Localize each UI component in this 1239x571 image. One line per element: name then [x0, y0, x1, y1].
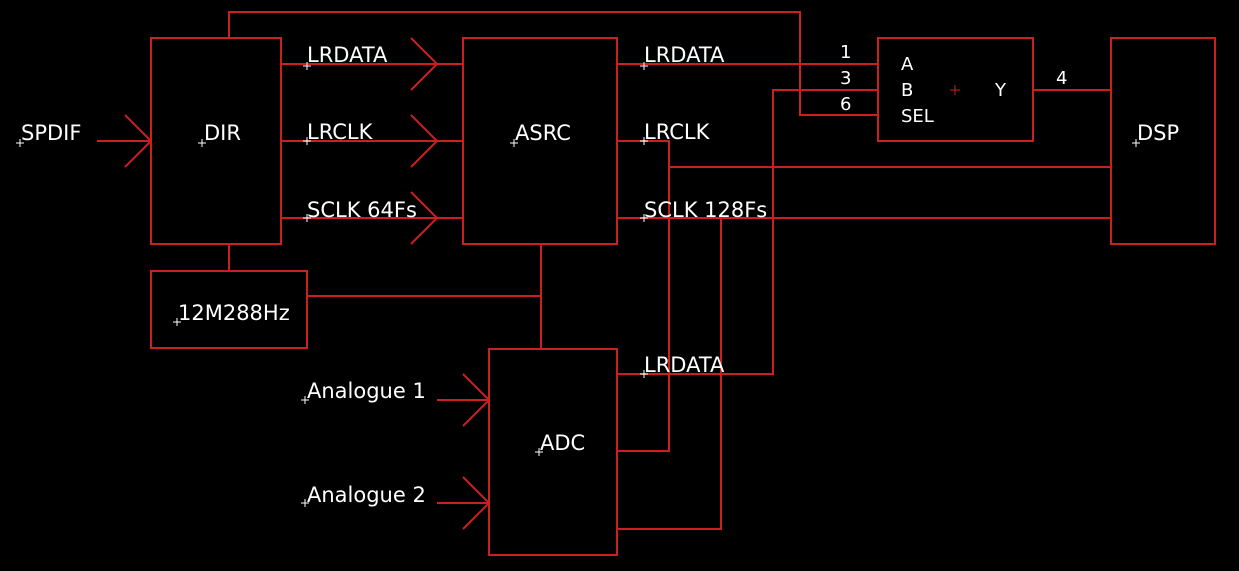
dir-lrclk-label: LRCLK: [307, 120, 374, 144]
dsp-block[interactable]: [1110, 37, 1216, 245]
mux-pin-number-b: 3: [840, 68, 851, 89]
spdif-label: SPDIF: [21, 121, 81, 145]
wire-adc-lrdata: [617, 89, 878, 375]
spdif-arrow-head: [124, 114, 153, 168]
wire-adc-sclk: [617, 218, 722, 530]
dsp-label: DSP: [1137, 121, 1179, 145]
mux-origin-marker: [950, 85, 960, 95]
wires: [228, 11, 1111, 530]
asrc-lrclk-label: LRCLK: [644, 120, 711, 144]
origin-markers: [16, 62, 1140, 507]
mux-pin-y: Y: [994, 80, 1007, 101]
wire-asrc-lrclk: [617, 140, 1111, 168]
analogue1-arrow-head: [462, 373, 491, 427]
adc-lrdata-label: LRDATA: [644, 353, 725, 377]
mux-pin-number-y: 4: [1056, 68, 1067, 89]
sclk-arrow-head: [410, 191, 439, 245]
analogue1-label: Analogue 1: [307, 379, 426, 403]
lrclk-arrow-head: [410, 114, 439, 168]
lrdata-arrow-head: [410, 37, 439, 91]
wire-dir-to-mux-sel: [228, 11, 878, 116]
analogue2-arrow-head: [462, 476, 491, 530]
mux-pin-b: B: [901, 80, 913, 101]
mux-pin-number-a: 1: [840, 42, 851, 63]
dir-lrdata-label: LRDATA: [307, 43, 388, 67]
mux-pin-sel: SEL: [901, 106, 934, 127]
oscillator-label: 12M288Hz: [178, 301, 290, 325]
asrc-lrdata-label: LRDATA: [644, 43, 725, 67]
asrc-label: ASRC: [515, 121, 571, 145]
wire-adc-lrclk: [617, 167, 670, 452]
analogue2-label: Analogue 2: [307, 483, 426, 507]
dir-label: DIR: [204, 121, 241, 145]
mux-pin-number-sel: 6: [840, 94, 851, 115]
mux-pin-a: A: [901, 54, 914, 75]
adc-label: ADC: [540, 431, 585, 455]
dir-sclk-label: SCLK 64Fs: [307, 198, 417, 222]
asrc-sclk-label: SCLK 128Fs: [644, 198, 767, 222]
input-arrows: [97, 37, 491, 530]
